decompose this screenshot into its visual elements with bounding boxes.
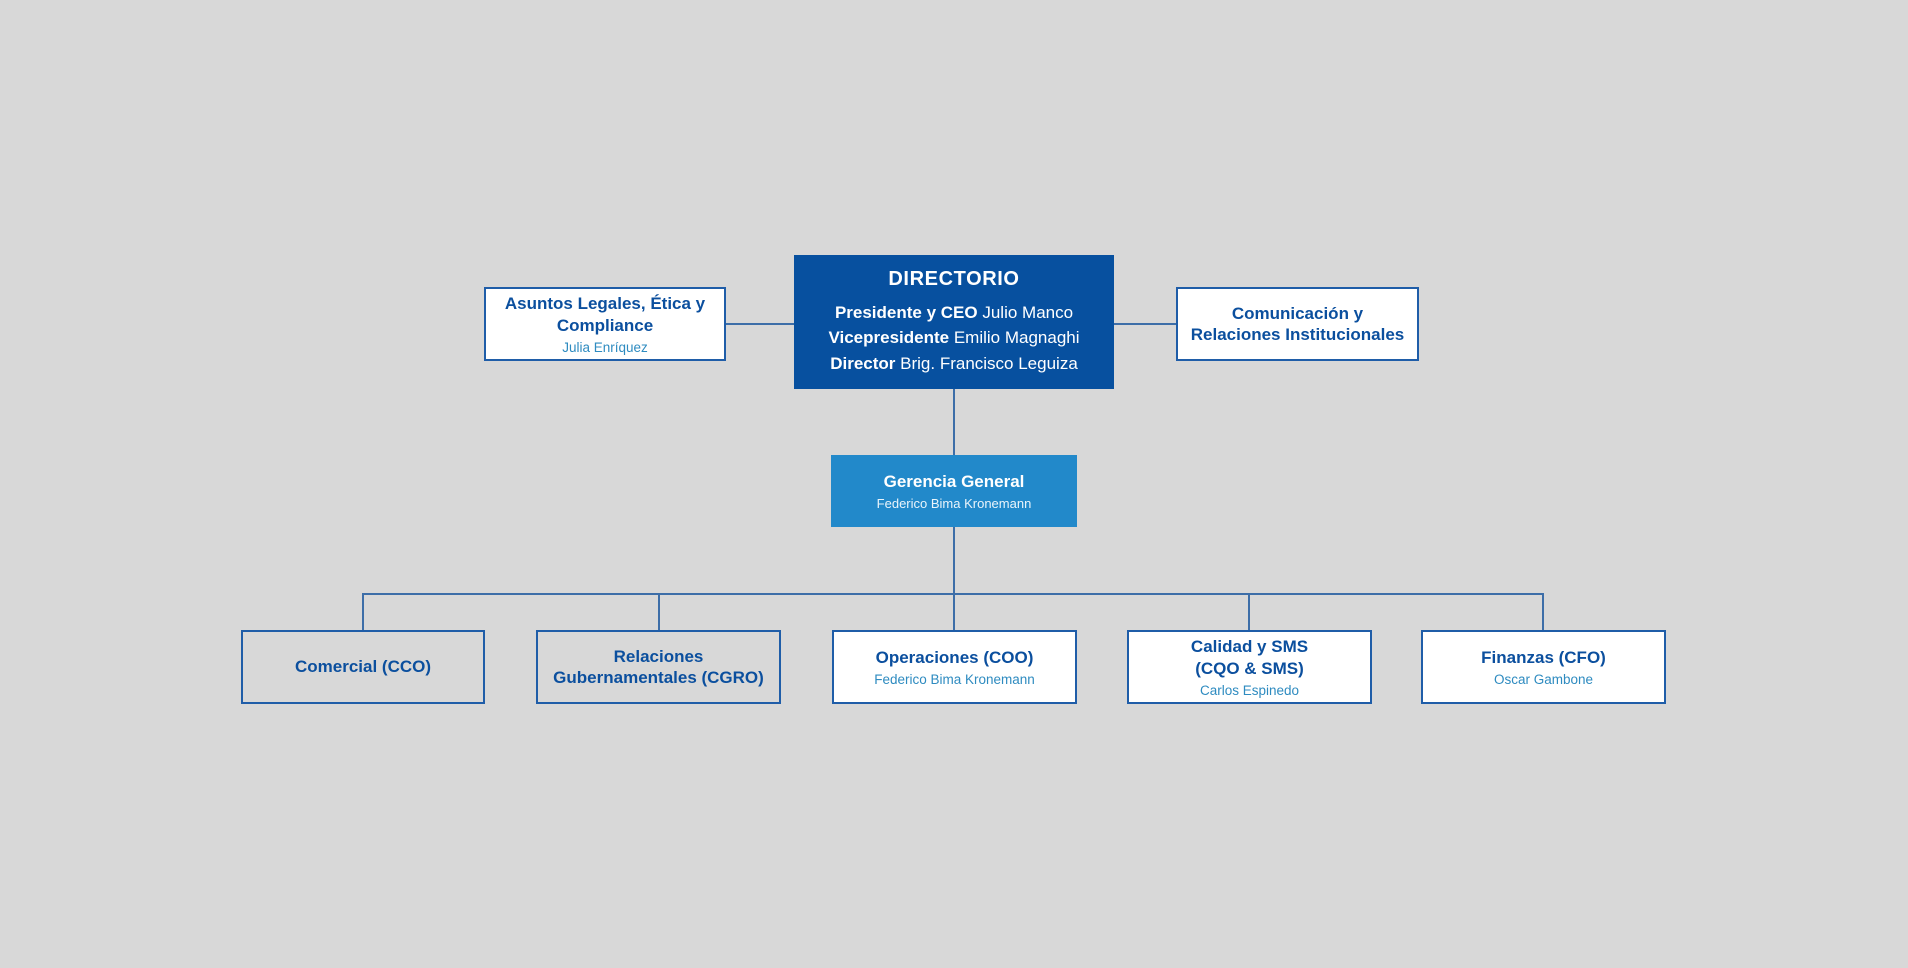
directorio-member-director: Director Brig. Francisco Leguiza: [830, 351, 1078, 377]
connector-stub-comercial: [362, 594, 364, 630]
member-role: Vicepresidente: [828, 328, 950, 348]
node-title: Operaciones (COO): [875, 647, 1034, 667]
node-comercial: Comercial (CCO): [241, 630, 485, 704]
connector-stub-finanzas: [1542, 594, 1544, 630]
connector-legal-directorio: [726, 323, 794, 325]
node-asuntos-legales: Asuntos Legales, Ética y Compliance Juli…: [484, 287, 726, 361]
node-title: Calidad y SMS (CQO & SMS): [1190, 637, 1309, 678]
directorio-member-vicepresidente: Vicepresidente Emilio Magnaghi: [828, 325, 1079, 351]
connector-stub-relaciones: [658, 594, 660, 630]
node-title: Comunicación y Relaciones Institucionale…: [1190, 303, 1405, 344]
directorio-member-presidente: Presidente y CEO Julio Manco: [835, 300, 1073, 326]
node-title: Finanzas (CFO): [1481, 647, 1606, 667]
node-comunicacion: Comunicación y Relaciones Institucionale…: [1176, 287, 1419, 361]
node-directorio: DIRECTORIO Presidente y CEO Julio Manco …: [794, 255, 1114, 389]
node-calidad-sms: Calidad y SMS (CQO & SMS) Carlos Espined…: [1127, 630, 1372, 704]
node-finanzas: Finanzas (CFO) Oscar Gambone: [1421, 630, 1666, 704]
node-title: Relaciones Gubernamentales (CGRO): [553, 646, 764, 687]
node-person-name: Julia Enríquez: [562, 339, 648, 355]
node-person-name: Federico Bima Kronemann: [876, 495, 1032, 511]
member-name: Brig. Francisco Leguiza: [900, 353, 1078, 373]
node-relaciones-gubernamentales: Relaciones Gubernamentales (CGRO): [536, 630, 781, 704]
node-title: Asuntos Legales, Ética y Compliance: [504, 294, 706, 335]
member-role: Director: [830, 353, 896, 373]
node-person-name: Carlos Espinedo: [1199, 682, 1300, 698]
member-name: Julio Manco: [982, 302, 1074, 322]
node-title: Gerencia General: [883, 472, 1025, 492]
node-operaciones: Operaciones (COO) Federico Bima Kroneman…: [832, 630, 1077, 704]
connector-departments-horizontal: [362, 593, 1544, 595]
node-gerencia-general: Gerencia General Federico Bima Kronemann: [831, 455, 1077, 527]
member-role: Presidente y CEO: [834, 302, 978, 322]
node-person-name: Oscar Gambone: [1493, 672, 1594, 688]
connector-stub-calidad: [1248, 594, 1250, 630]
connector-directorio-comunicacion: [1114, 323, 1176, 325]
member-name: Emilio Magnaghi: [953, 328, 1080, 348]
node-person-name: Federico Bima Kronemann: [874, 672, 1035, 688]
directorio-title: DIRECTORIO: [888, 267, 1020, 290]
node-title: Comercial (CCO): [294, 657, 432, 677]
connector-gerencia-departments: [953, 527, 955, 630]
connector-directorio-gerencia: [953, 389, 955, 455]
